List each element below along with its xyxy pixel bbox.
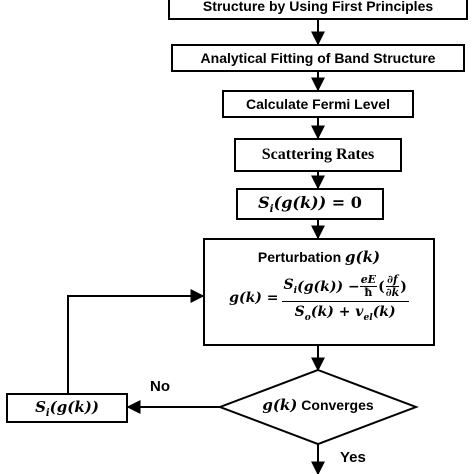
arrow-update-to-perturbation (67, 289, 205, 393)
step-band-fitting-box: Analytical Fitting of Band Structure (171, 44, 465, 72)
step-fermi-level-box: Calculate Fermi Level (222, 90, 414, 118)
init-equation: Si(g(k)) = 0 (258, 192, 362, 216)
decision-diamond (217, 368, 419, 446)
no-label: No (150, 378, 170, 395)
update-equation-box: Si(g(k)) (6, 393, 128, 423)
update-equation: Si(g(k)) (35, 397, 99, 419)
step-first-principles-text: Structure by Using First Principles (202, 0, 434, 14)
step-scattering-rates-box: Scattering Rates (234, 138, 402, 172)
step-fermi-level-text: Calculate Fermi Level (246, 96, 390, 112)
yes-label: Yes (340, 449, 366, 466)
decision-label: g(k) Converges (262, 396, 374, 414)
step-scattering-rates-text: Scattering Rates (261, 146, 375, 163)
perturbation-title: Perturbation g(k) (257, 248, 381, 266)
step-first-principles-box: Structure by Using First Principles (168, 0, 468, 20)
step-band-fitting-text: Analytical Fitting of Band Structure (200, 50, 436, 66)
init-equation-box: Si(g(k)) = 0 (236, 188, 384, 220)
